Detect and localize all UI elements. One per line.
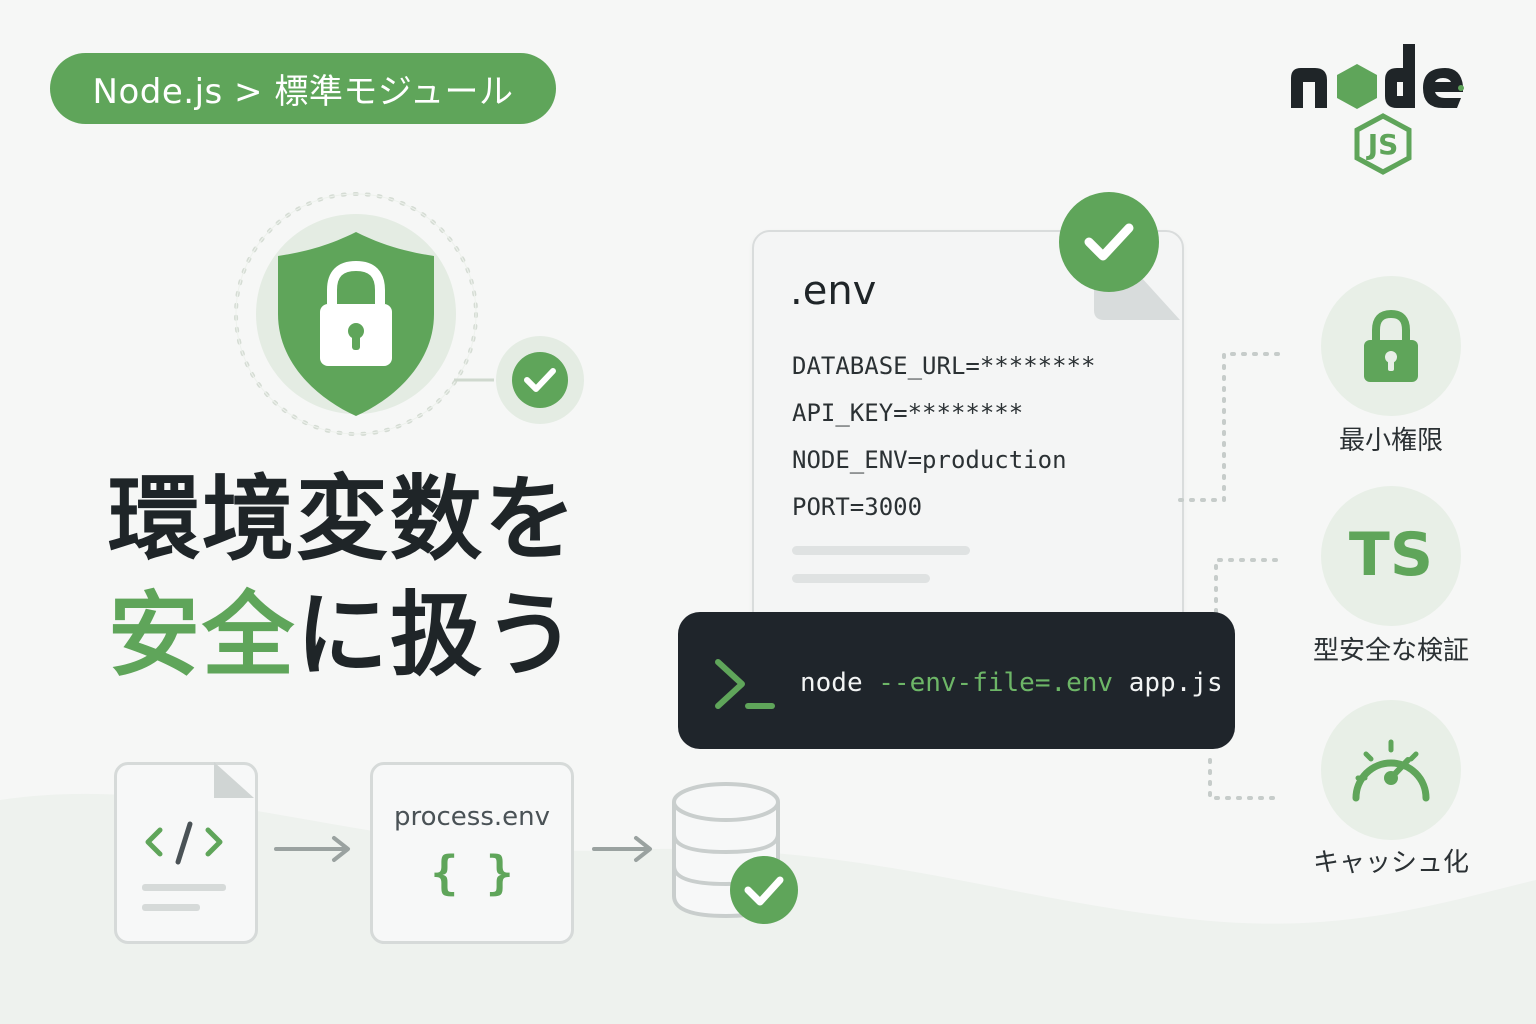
lock-icon bbox=[1364, 309, 1418, 382]
cmd-file: app.js bbox=[1128, 668, 1223, 698]
env-line: NODE_ENV=production bbox=[792, 446, 1067, 474]
code-icon bbox=[142, 821, 226, 911]
feature-ts-circle bbox=[1321, 486, 1461, 626]
terminal-command: node --env-file=.env app.js bbox=[800, 668, 1223, 698]
connector-lines bbox=[1178, 352, 1280, 800]
process-env-card bbox=[370, 762, 574, 944]
shield-check-icon bbox=[496, 336, 584, 424]
cmd-flag: --env-file=.env bbox=[878, 668, 1114, 698]
feature-label: キャッシュ化 bbox=[1312, 848, 1469, 878]
env-line: DATABASE_URL=******** bbox=[792, 352, 1096, 380]
breadcrumb[interactable]: Node.js > 標準モジュール bbox=[50, 53, 556, 124]
headline-line-2: 安全に扱う bbox=[108, 578, 578, 694]
database-icon bbox=[672, 782, 798, 924]
nodejs-logo: JS bbox=[1291, 44, 1464, 175]
process-env-label: process.env bbox=[393, 802, 551, 832]
placeholder-line bbox=[792, 574, 930, 583]
terminal-prompt-icon bbox=[715, 659, 775, 709]
page-fold-icon bbox=[214, 762, 254, 798]
placeholder-line bbox=[792, 546, 970, 555]
braces-icon: { } bbox=[430, 846, 514, 900]
feature-gauge-circle bbox=[1321, 700, 1461, 840]
headline-rest: に扱う bbox=[296, 582, 579, 689]
speedometer-icon bbox=[1352, 739, 1430, 802]
env-file-title: .env bbox=[790, 268, 877, 314]
ts-icon: TS bbox=[1348, 520, 1434, 590]
js-badge-text: JS bbox=[1366, 128, 1399, 161]
headline: 環境変数を 安全に扱う bbox=[108, 462, 578, 694]
shield-lock-icon bbox=[234, 192, 494, 436]
env-check-icon bbox=[1059, 192, 1159, 292]
cmd-node: node bbox=[800, 668, 863, 698]
headline-line-1: 環境変数を bbox=[108, 466, 579, 573]
terminal bbox=[678, 612, 1235, 749]
env-line: API_KEY=******** bbox=[792, 399, 1024, 427]
feature-label: 型安全な検証 bbox=[1312, 636, 1469, 666]
feature-label: 最小権限 bbox=[1338, 426, 1443, 456]
arrow-right-icon bbox=[274, 836, 350, 862]
env-line: PORT=3000 bbox=[792, 493, 923, 521]
headline-accent: 安全 bbox=[108, 582, 297, 689]
arrow-right-icon bbox=[592, 836, 652, 862]
